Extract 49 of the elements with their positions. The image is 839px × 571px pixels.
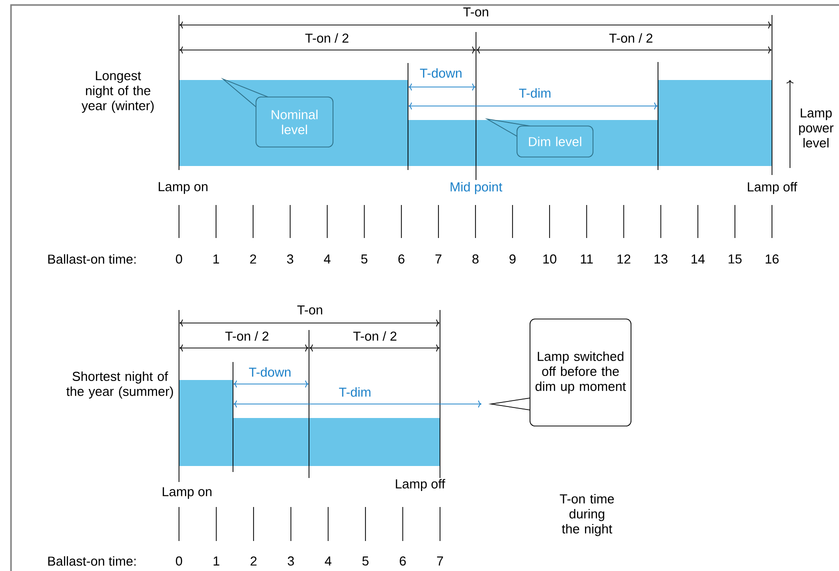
- tick-number: 2: [250, 254, 256, 264]
- dimension-label: T-on / 2: [305, 33, 348, 43]
- tick-number: 9: [510, 254, 516, 264]
- tick-number: 0: [176, 254, 182, 264]
- note-label: T-on time during the night: [560, 494, 614, 536]
- tick-number: 5: [362, 556, 369, 566]
- marker-label: Lamp off: [396, 478, 446, 492]
- tick-number: 15: [728, 254, 742, 264]
- marker-label: Mid point: [450, 182, 502, 194]
- callout-box: Lamp switched off before the dim up moment: [488, 318, 632, 426]
- dimension-label: T-on: [463, 7, 488, 17]
- dimension-label: T-on / 2: [609, 33, 652, 43]
- dimension-label: T-on: [297, 305, 322, 315]
- tick-number: 1: [214, 556, 220, 566]
- tick-number: 2: [250, 556, 257, 566]
- dimension-label: T-down: [420, 68, 462, 78]
- tick-number: 6: [400, 556, 406, 566]
- tick-number: 13: [654, 254, 668, 264]
- tick-number: 5: [361, 254, 368, 264]
- callout-box: Nominal level: [220, 78, 334, 148]
- tick-number: 12: [617, 254, 630, 264]
- tick-number: 6: [398, 254, 404, 264]
- axis-label: Lamp power level: [799, 108, 834, 148]
- tick-number: 10: [543, 254, 556, 264]
- tick-number: 7: [435, 254, 442, 264]
- callout-box: Dim level: [484, 118, 594, 158]
- tick-number: 14: [692, 254, 705, 264]
- tick-number: 3: [287, 254, 294, 264]
- tick-number: 0: [176, 556, 182, 566]
- row-label: Longest night of the year (winter): [82, 71, 154, 113]
- tick-number: 4: [324, 254, 330, 264]
- dimension-label: T-on / 2: [353, 331, 396, 341]
- tick-number: 16: [766, 254, 779, 264]
- marker-label: Lamp on: [158, 182, 208, 194]
- tick-number: 1: [213, 254, 220, 264]
- row-label: Shortest night of the year (summer): [66, 371, 173, 399]
- marker-label: Lamp off: [748, 182, 798, 194]
- tick-number: 4: [324, 556, 332, 566]
- marker-label: Lamp on: [162, 487, 212, 499]
- tick-number: 8: [472, 254, 479, 264]
- tick-number: 7: [437, 556, 443, 566]
- tick-number: 11: [580, 254, 593, 264]
- axis-label: Ballast-on time:: [48, 556, 136, 566]
- tick-number: 3: [288, 556, 294, 566]
- axis-label: Ballast-on time:: [48, 254, 136, 264]
- dimension-label: T-dim: [519, 88, 550, 98]
- dimension-label: T-on / 2: [225, 331, 268, 341]
- dimension-label: T-down: [248, 367, 290, 377]
- dimension-label: T-dim: [339, 387, 370, 397]
